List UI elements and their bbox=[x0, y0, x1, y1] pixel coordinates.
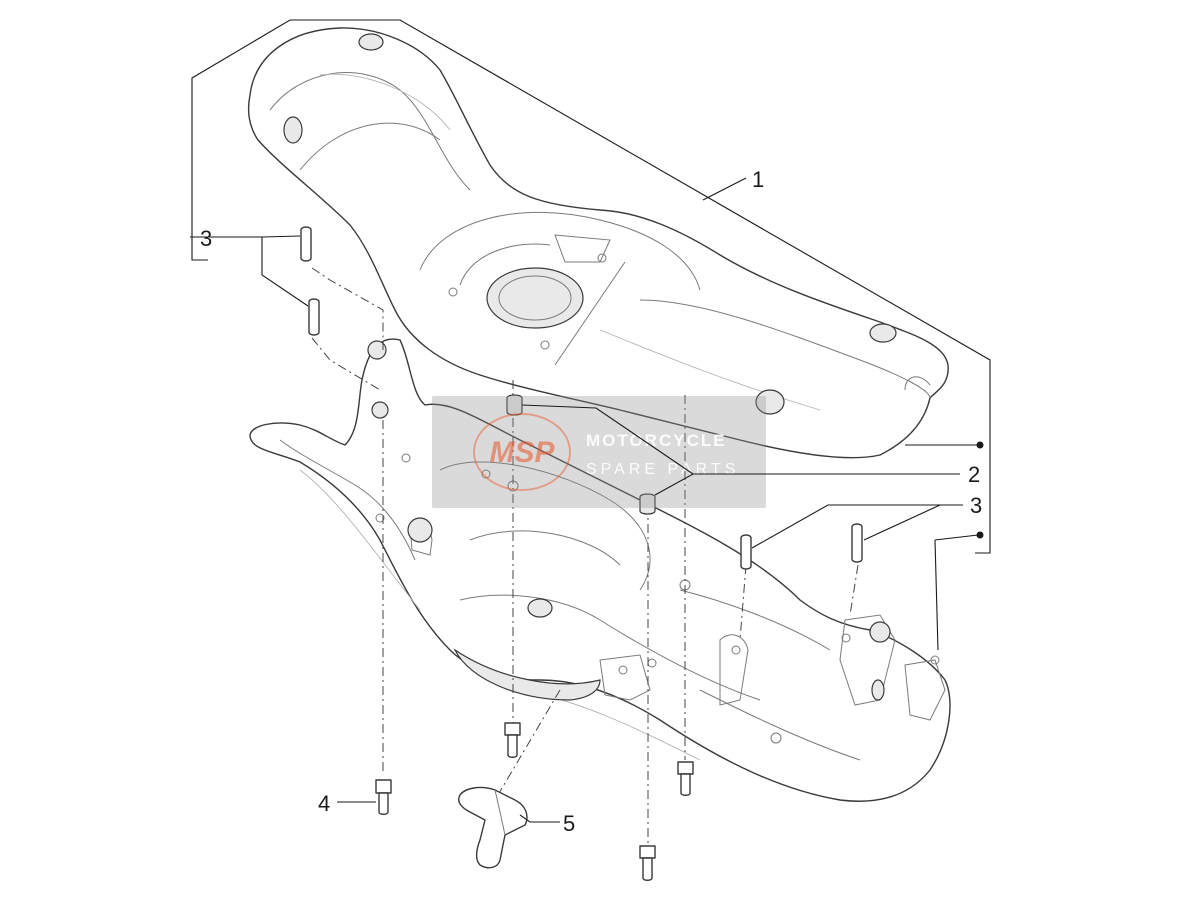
watermark: MSP MOTORCYCLE SPARE PARTS bbox=[432, 396, 766, 508]
callout-3-left: 3 bbox=[200, 226, 212, 251]
clip-icon bbox=[458, 786, 528, 869]
leader-lines bbox=[190, 19, 991, 823]
bushing-icon bbox=[506, 394, 656, 515]
callout-2: 2 bbox=[968, 462, 980, 487]
callout-1: 1 bbox=[752, 167, 764, 192]
handlebar-top-cover-icon bbox=[247, 27, 949, 459]
alignment-lines bbox=[311, 267, 859, 845]
watermark-line2: SPARE PARTS bbox=[586, 461, 739, 478]
callout-labels: 1 2 3 3 4 5 bbox=[200, 167, 982, 836]
callout-5: 5 bbox=[563, 811, 575, 836]
watermark-logo: MSP bbox=[489, 436, 555, 469]
handlebar-bottom-cover-icon bbox=[249, 338, 951, 802]
callout-4: 4 bbox=[318, 791, 330, 816]
callout-3-right: 3 bbox=[970, 493, 982, 518]
watermark-line1: MOTORCYCLE bbox=[586, 431, 727, 450]
screw-icon bbox=[375, 722, 694, 881]
pin-icon bbox=[300, 226, 863, 570]
